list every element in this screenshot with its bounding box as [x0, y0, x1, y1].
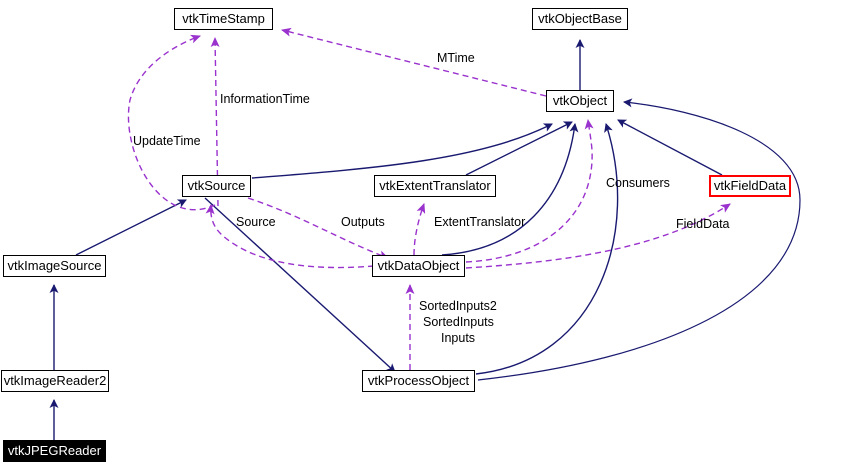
- node-vtkextenttranslator[interactable]: vtkExtentTranslator: [374, 175, 496, 197]
- node-vtkimagereader2[interactable]: vtkImageReader2: [1, 370, 109, 392]
- edge-vtksource-to-vtkprocessobject: [204, 197, 396, 373]
- edge-vtkdataobject-to-vtkobject: [441, 123, 579, 256]
- node-vtkdataobject[interactable]: vtkDataObject: [372, 255, 465, 277]
- edge-label-mtime: MTime: [437, 51, 475, 65]
- edge-label-source: Source: [236, 215, 276, 229]
- edge-vtkimagesource-to-vtksource: [75, 199, 187, 256]
- node-vtkobject[interactable]: vtkObject: [546, 90, 614, 112]
- edge-informationtime: [210, 37, 220, 207]
- edge-label-sortedinputs: SortedInputs: [423, 315, 494, 329]
- edge-vtkprocessobject-to-vtkobject: [475, 123, 619, 375]
- edge-label-consumers: Consumers: [606, 176, 670, 190]
- edge-label-updatetime: UpdateTime: [133, 134, 201, 148]
- node-vtksource[interactable]: vtkSource: [182, 175, 251, 197]
- edge-right-loop-to-vtkobject: [477, 98, 801, 381]
- edge-mtime: [281, 27, 547, 97]
- edge-vtkfielddata-to-vtkobject: [617, 119, 723, 176]
- edge-label-outputs: Outputs: [341, 215, 385, 229]
- node-vtkjpegreader[interactable]: vtkJPEGReader: [3, 440, 106, 462]
- edge-vtksource-to-vtkobject: [251, 123, 553, 179]
- edge-label-extenttranslator: ExtentTranslator: [434, 215, 526, 229]
- edge-updatetime: [127, 34, 216, 211]
- node-vtkimagesource[interactable]: vtkImageSource: [3, 255, 106, 277]
- node-vtktimestamp[interactable]: vtkTimeStamp: [174, 8, 273, 30]
- edge-source: [205, 204, 375, 269]
- edge-label-sortedinputs2: SortedInputs2: [419, 299, 497, 313]
- edge-vtkextenttranslator-to-vtkobject: [465, 121, 573, 176]
- node-vtkobjectbase[interactable]: vtkObjectBase: [532, 8, 628, 30]
- node-vtkprocessobject[interactable]: vtkProcessObject: [362, 370, 475, 392]
- edge-extenttranslator: [413, 203, 426, 256]
- edge-fielddata: [465, 203, 731, 269]
- edge-outputs: [247, 197, 389, 260]
- edge-label-informationtime: InformationTime: [220, 92, 310, 106]
- edge-label-fielddata: FieldData: [676, 217, 730, 231]
- node-vtkfielddata[interactable]: vtkFieldData: [709, 175, 791, 197]
- edge-label-inputs: Inputs: [441, 331, 476, 345]
- edge-consumers: [465, 119, 594, 263]
